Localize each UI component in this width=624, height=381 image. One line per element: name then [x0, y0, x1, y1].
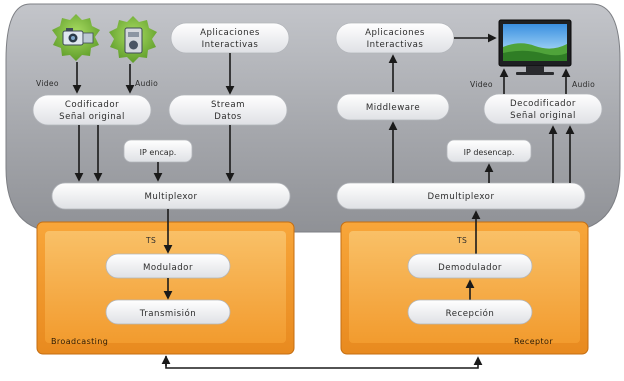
rx-video-label: Video	[470, 80, 493, 89]
receptor-label: Receptor	[514, 337, 553, 346]
encoder-line1: Codificador	[65, 100, 119, 110]
ip-encap-label: IP encap.	[140, 148, 177, 157]
audio-device-icon	[109, 16, 157, 63]
ip-decap-box	[446, 139, 532, 163]
decoder-pill	[483, 93, 603, 125]
tx-ts-label: TS	[145, 236, 156, 245]
encoder-pill	[32, 94, 152, 126]
arrow-broadcast-to-receptor	[165, 356, 483, 369]
middleware-pill	[336, 93, 450, 121]
receptor-inner	[349, 231, 580, 343]
television-icon	[498, 19, 572, 75]
multiplexer-label: Multiplexor	[144, 192, 197, 202]
rx-ts-label: TS	[456, 236, 467, 245]
demultiplexer-pill	[336, 182, 586, 210]
rx-apps-line1: Aplicaciones	[365, 28, 425, 38]
transmission-label: Transmisión	[139, 308, 197, 319]
video-camera-icon	[52, 14, 100, 61]
tx-video-label: Video	[36, 79, 59, 88]
middleware-label: Middleware	[366, 103, 420, 113]
tx-audio-label: Audio	[135, 79, 158, 88]
demodulator-pill	[407, 253, 533, 279]
ip-decap-label: IP desencap.	[464, 148, 515, 157]
decoder-line1: Decodificador	[510, 99, 576, 109]
demodulator-label: Demodulador	[438, 263, 502, 273]
broadcasting-inner	[45, 231, 286, 343]
demultiplexer-label: Demultiplexor	[428, 192, 495, 202]
broadcasting-label: Broadcasting	[51, 337, 108, 346]
encoder-line2: Señal original	[59, 112, 125, 122]
stream-data-pill	[168, 94, 288, 126]
modulator-label: Modulador	[143, 263, 193, 273]
tx-apps-line2: Interactivas	[202, 40, 259, 50]
transmission-pill	[105, 299, 231, 325]
rx-apps-line2: Interactivas	[367, 40, 424, 50]
rx-audio-label: Audio	[572, 80, 595, 89]
tx-apps-line1: Aplicaciones	[200, 28, 260, 38]
stream-line2: Datos	[214, 112, 242, 122]
stream-line1: Stream	[211, 100, 245, 110]
multiplexer-pill	[51, 182, 291, 210]
reception-label: Recepción	[446, 308, 495, 319]
decoder-line2: Señal original	[510, 111, 576, 121]
reception-pill	[407, 299, 533, 325]
